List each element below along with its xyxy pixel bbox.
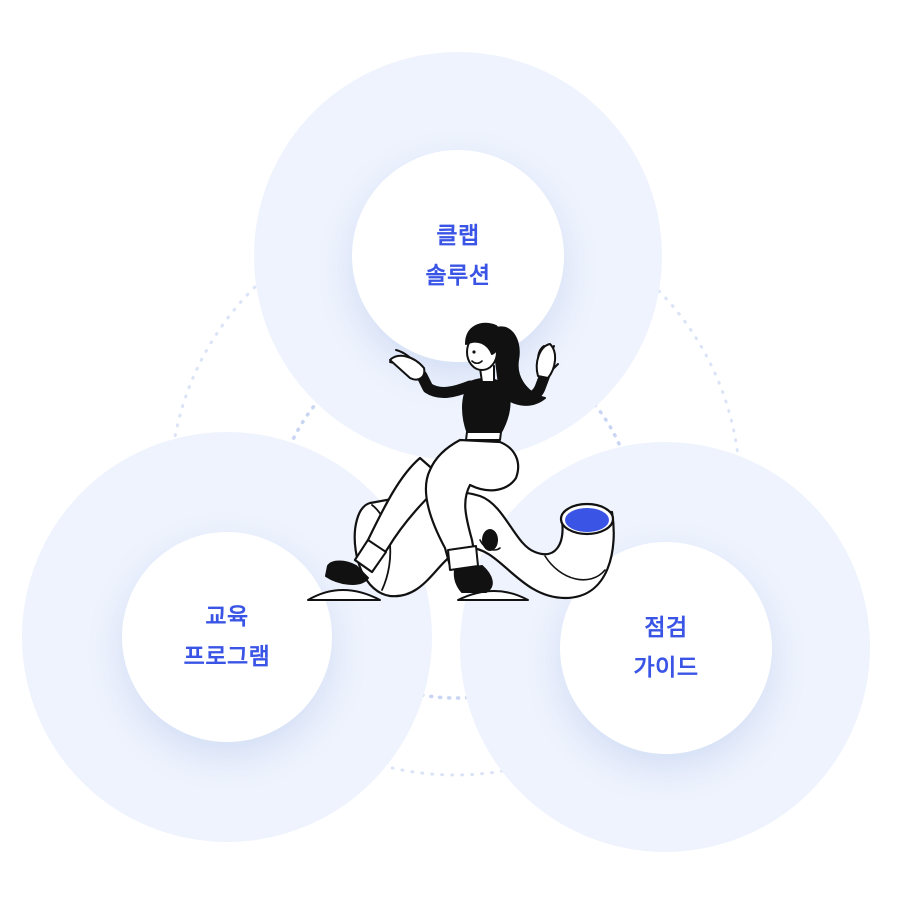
node-klap-solution: 클랩 솔루션 <box>352 150 564 362</box>
node-label-line2: 프로그램 <box>183 644 271 670</box>
node-label-line2: 솔루션 <box>425 263 491 289</box>
node-label-line1: 점검 <box>644 615 688 641</box>
node-label-line1: 클랩 <box>436 223 480 249</box>
node-label-line1: 교육 <box>205 604 249 630</box>
node-education-program: 교육 프로그램 <box>122 532 332 742</box>
node-label-line2: 가이드 <box>633 655 699 681</box>
